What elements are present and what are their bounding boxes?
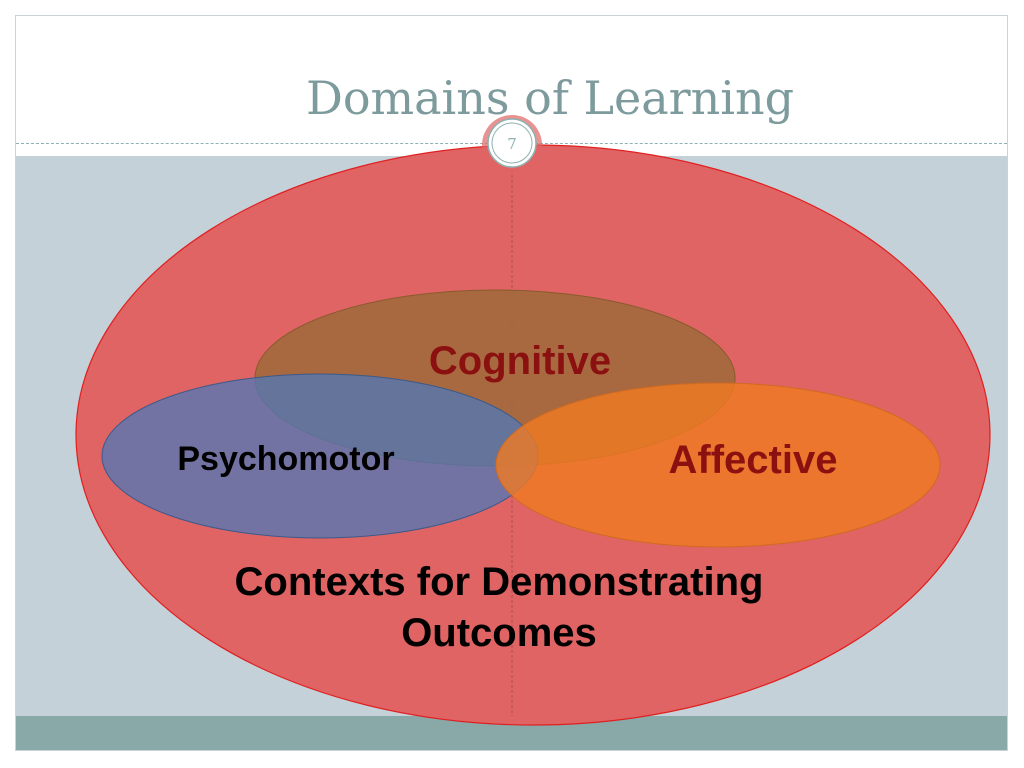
slide-title: Domains of Learning — [305, 71, 795, 125]
affective-ellipse — [495, 382, 941, 548]
cognitive-label: Cognitive — [429, 339, 611, 383]
psychomotor-label: Psychomotor — [177, 440, 394, 478]
page-number: 7 — [507, 135, 517, 153]
contexts-label-line1: Contexts for Demonstrating — [235, 560, 764, 604]
contexts-label-line2: Outcomes — [401, 611, 597, 655]
page-number-badge: 7 — [482, 115, 542, 175]
affective-label: Affective — [669, 438, 838, 482]
